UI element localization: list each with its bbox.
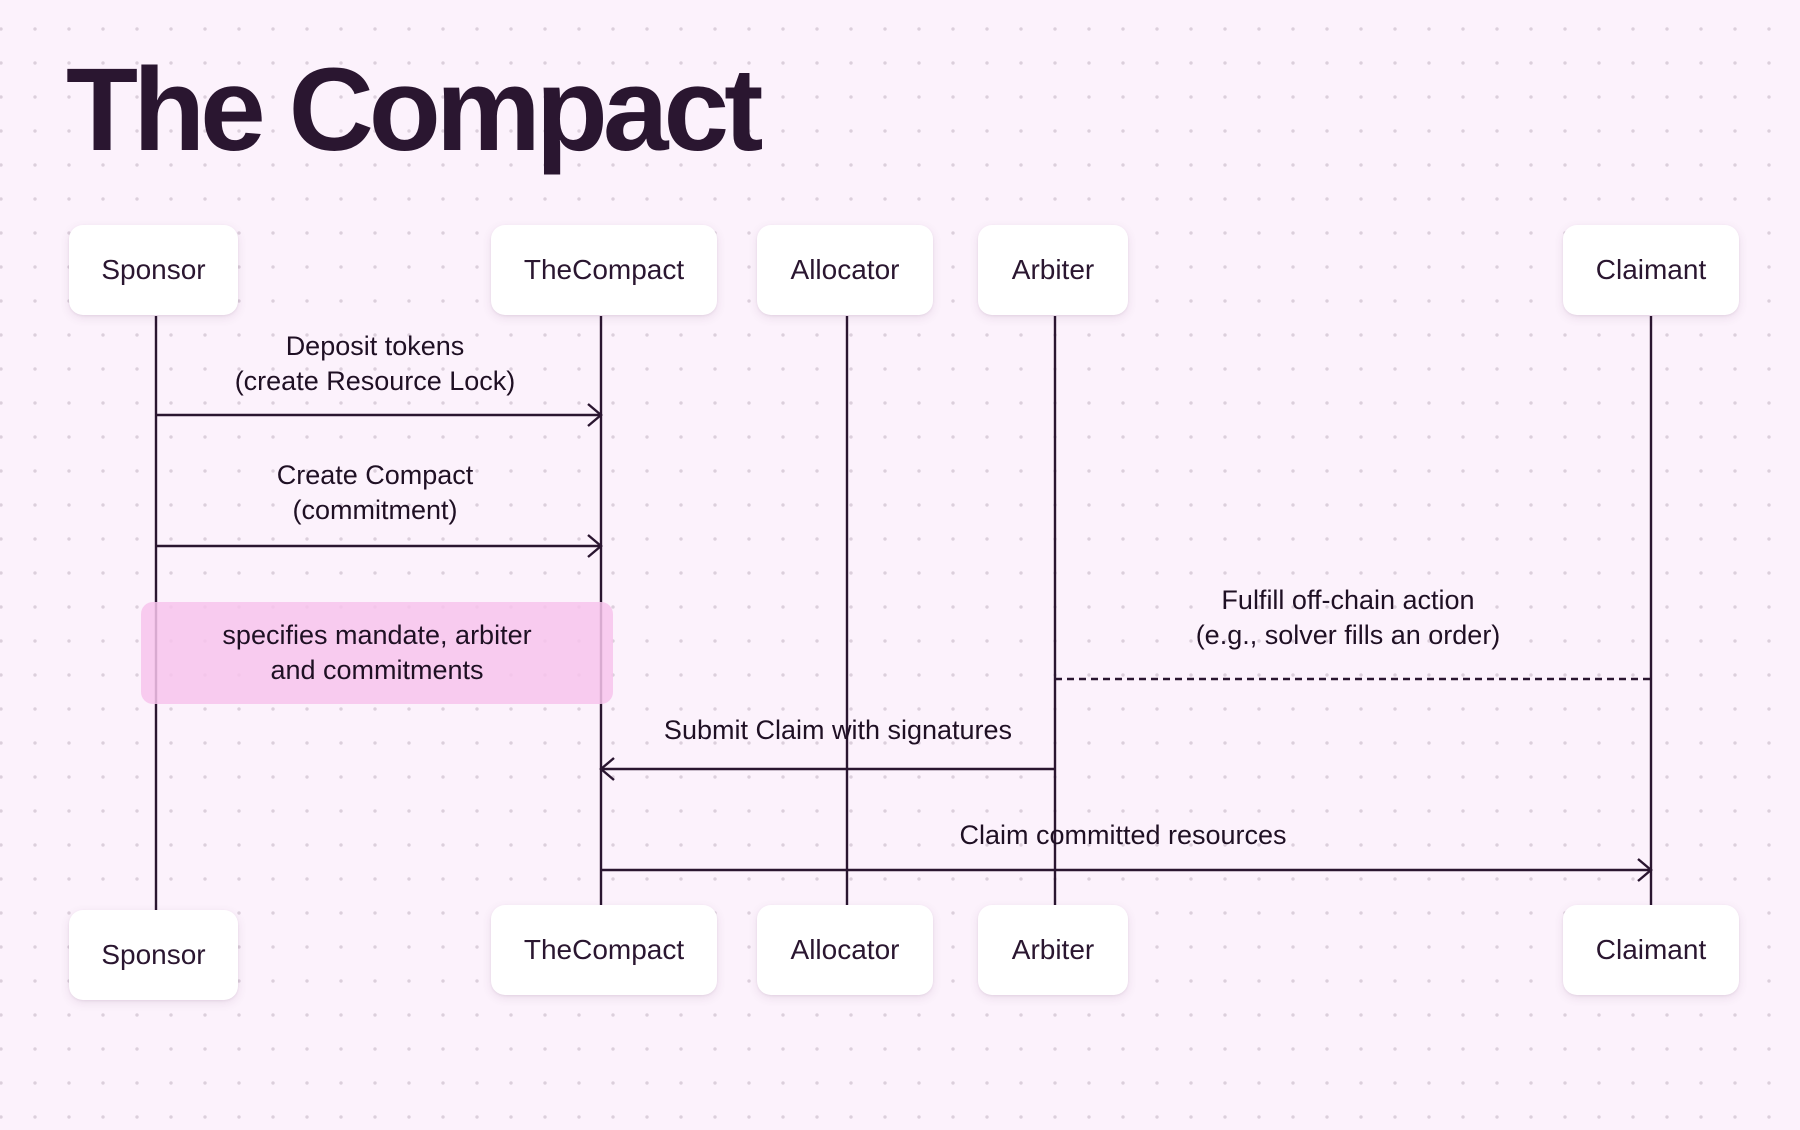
message-arrow-0 bbox=[156, 403, 603, 427]
arrowhead-icon bbox=[587, 534, 603, 558]
participant-claimant-top: Claimant bbox=[1563, 225, 1739, 315]
message-label-create-compact: Create Compact (commitment) bbox=[277, 458, 474, 528]
message-label-line: Fulfill off-chain action bbox=[1221, 585, 1475, 615]
participant-allocator-bottom: Allocator bbox=[757, 905, 933, 995]
message-label-line: (e.g., solver fills an order) bbox=[1195, 620, 1501, 650]
message-label-line: Submit Claim with signatures bbox=[663, 715, 1013, 745]
message-label-deposit: Deposit tokens (create Resource Lock) bbox=[235, 329, 516, 399]
message-label-fulfill: Fulfill off-chain action (e.g., solver f… bbox=[1196, 583, 1501, 653]
participant-allocator-top: Allocator bbox=[757, 225, 933, 315]
message-label-claim-resources: Claim committed resources bbox=[959, 818, 1286, 853]
arrowhead-icon bbox=[599, 757, 615, 781]
participant-sponsor-top: Sponsor bbox=[69, 225, 238, 315]
message-label-line: Create Compact bbox=[276, 460, 474, 490]
message-label-line: (create Resource Lock) bbox=[234, 366, 516, 396]
participant-claimant-bottom: Claimant bbox=[1563, 905, 1739, 995]
participant-thecompact-top: TheCompact bbox=[491, 225, 717, 315]
message-label-line: Deposit tokens bbox=[285, 331, 465, 361]
participant-arbiter-bottom: Arbiter bbox=[978, 905, 1128, 995]
arrowhead-icon bbox=[1637, 858, 1653, 882]
note-line-2: and commitments bbox=[270, 655, 484, 685]
note-line-1: specifies mandate, arbiter bbox=[222, 620, 532, 650]
message-label-line: Claim committed resources bbox=[959, 820, 1287, 850]
participant-thecompact-bottom: TheCompact bbox=[491, 905, 717, 995]
message-label-line: (commitment) bbox=[292, 495, 458, 525]
message-label-submit-claim: Submit Claim with signatures bbox=[664, 713, 1012, 748]
page-title: The Compact bbox=[66, 44, 763, 176]
message-arrow-1 bbox=[156, 534, 603, 558]
message-arrow-4 bbox=[601, 858, 1653, 882]
participant-sponsor-bottom: Sponsor bbox=[69, 910, 238, 1000]
message-arrow-3 bbox=[599, 757, 1055, 781]
arrowhead-icon bbox=[587, 403, 603, 427]
participant-arbiter-top: Arbiter bbox=[978, 225, 1128, 315]
note-box: specifies mandate, arbiter and commitmen… bbox=[141, 602, 613, 704]
message-arrows bbox=[156, 403, 1653, 882]
